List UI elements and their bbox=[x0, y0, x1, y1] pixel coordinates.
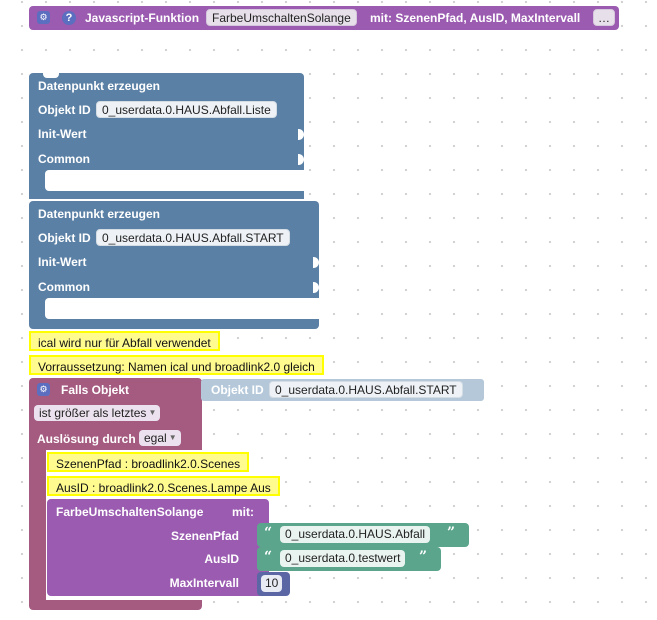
chevron-down-icon: ▼ bbox=[148, 408, 157, 417]
block-notch bbox=[43, 73, 59, 78]
text-value-field[interactable]: 0_userdata.0.HAUS.Abfall bbox=[280, 526, 431, 543]
common-label: Common bbox=[38, 152, 90, 166]
statement-slot[interactable] bbox=[45, 170, 304, 191]
text-block[interactable]: “ 0_userdata.0.HAUS.Abfall ” bbox=[257, 523, 469, 547]
function-call-block[interactable]: FarbeUmschaltenSolange mit: SzenenPfad A… bbox=[47, 499, 269, 596]
chevron-down-icon: ▼ bbox=[168, 433, 177, 442]
close-quote-icon: ” bbox=[419, 549, 428, 565]
common-socket[interactable] bbox=[298, 154, 304, 165]
param-label-szenenpfad: SzenenPfad bbox=[170, 529, 239, 543]
text-block[interactable]: “ 0_userdata.0.testwert ” bbox=[257, 547, 441, 571]
param-label-maxintervall: MaxIntervall bbox=[169, 576, 239, 590]
function-more-button[interactable]: … bbox=[593, 9, 615, 26]
init-value-label: Init-Wert bbox=[38, 255, 87, 269]
text-value-field[interactable]: 0_userdata.0.testwert bbox=[280, 550, 406, 567]
function-call-mit: mit: bbox=[232, 505, 254, 519]
open-quote-icon: “ bbox=[264, 525, 273, 541]
create-state-block-1[interactable]: Datenpunkt erzeugen Objekt ID 0_userdata… bbox=[29, 73, 304, 199]
function-label: Javascript-Funktion bbox=[85, 11, 200, 25]
object-id-field[interactable]: 0_userdata.0.HAUS.Abfall.START bbox=[269, 381, 463, 398]
init-value-label: Init-Wert bbox=[38, 127, 87, 141]
condition-dropdown-value: ist größer als letztes bbox=[39, 406, 147, 420]
function-name-field[interactable]: FarbeUmschaltenSolange bbox=[206, 9, 357, 26]
object-id-field[interactable]: 0_userdata.0.HAUS.Abfall.START bbox=[96, 229, 290, 246]
gear-icon[interactable]: ⚙ bbox=[37, 11, 50, 24]
trigger-title: Falls Objekt bbox=[61, 383, 130, 397]
function-params-text: mit: SzenenPfad, AusID, MaxIntervall bbox=[370, 11, 581, 25]
object-id-block[interactable]: Objekt ID 0_userdata.0.HAUS.Abfall.START bbox=[201, 379, 484, 401]
common-label: Common bbox=[38, 280, 90, 294]
trigger-label: Auslösung durch bbox=[37, 432, 136, 446]
function-definition-block[interactable]: ⚙ ? Javascript-Funktion FarbeUmschaltenS… bbox=[29, 6, 619, 30]
object-id-field[interactable]: 0_userdata.0.HAUS.Abfall.Liste bbox=[96, 101, 277, 118]
gear-icon[interactable]: ⚙ bbox=[37, 383, 50, 396]
trigger-dropdown[interactable]: egal ▼ bbox=[139, 430, 181, 446]
function-call-name: FarbeUmschaltenSolange bbox=[56, 505, 204, 519]
common-socket[interactable] bbox=[313, 282, 319, 293]
object-id-label: Objekt ID bbox=[38, 231, 91, 245]
number-block[interactable]: 10 bbox=[257, 572, 290, 596]
trigger-dropdown-value: egal bbox=[144, 431, 167, 445]
object-id-label: Objekt ID bbox=[38, 103, 91, 117]
create-state-block-2[interactable]: Datenpunkt erzeugen Objekt ID 0_userdata… bbox=[29, 201, 319, 329]
create-state-title: Datenpunkt erzeugen bbox=[38, 207, 161, 221]
init-value-socket[interactable] bbox=[313, 257, 319, 268]
number-value-field[interactable]: 10 bbox=[261, 575, 283, 592]
comment-block[interactable]: ical wird nur für Abfall verwendet bbox=[29, 331, 220, 351]
comment-block[interactable]: Vorraussetzung: Namen ical und broadlink… bbox=[29, 355, 324, 375]
comment-block[interactable]: SzenenPfad : broadlink2.0.Scenes bbox=[47, 452, 250, 472]
close-quote-icon: ” bbox=[447, 525, 456, 541]
condition-dropdown[interactable]: ist größer als letztes ▼ bbox=[34, 405, 161, 421]
param-label-ausid: AusID bbox=[204, 552, 239, 566]
object-id-label: Objekt ID bbox=[211, 383, 264, 397]
statement-slot[interactable] bbox=[45, 298, 319, 319]
comment-block[interactable]: AusID : broadlink2.0.Scenes.Lampe Aus bbox=[47, 476, 280, 496]
open-quote-icon: “ bbox=[264, 549, 273, 565]
help-icon[interactable]: ? bbox=[62, 11, 76, 25]
create-state-title: Datenpunkt erzeugen bbox=[38, 79, 161, 93]
init-value-socket[interactable] bbox=[298, 129, 304, 140]
